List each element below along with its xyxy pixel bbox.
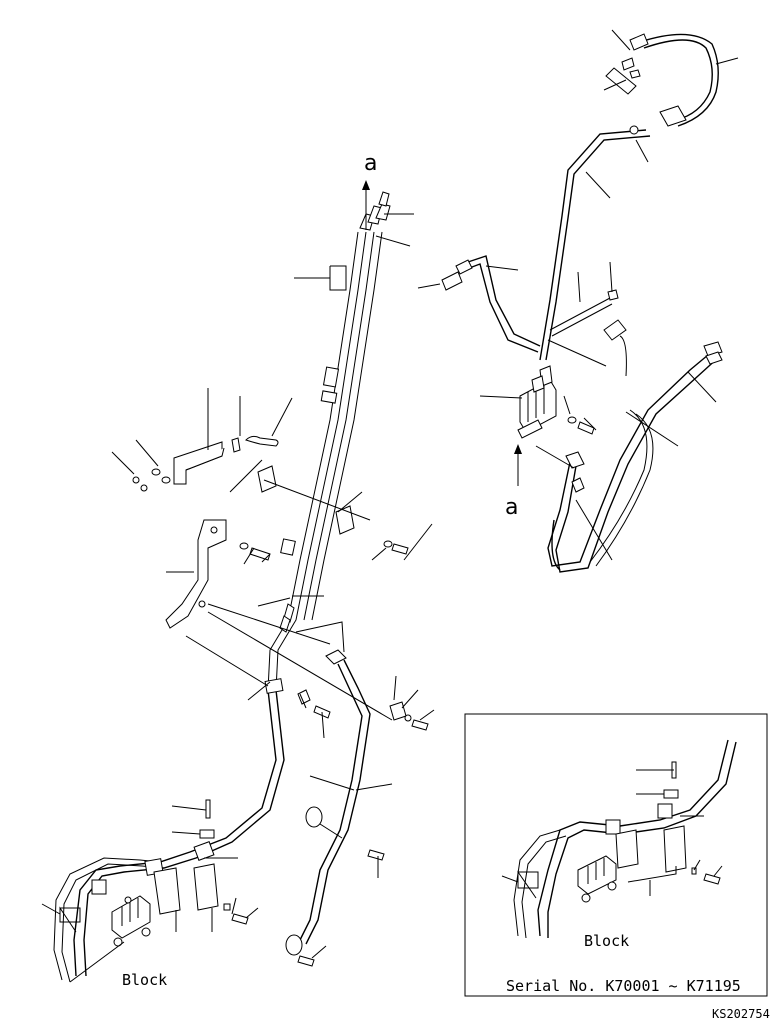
bracket-upper: [132, 435, 279, 493]
clamp-parts-mid: [199, 689, 429, 967]
inset-box: Block Serial No. K70001 ~ K71195: [464, 713, 768, 997]
bracket-middle: [165, 505, 409, 629]
arrow-marker-bottom: a: [505, 444, 522, 520]
marker-bottom-label: a: [505, 495, 518, 520]
right-hose-assembly: [441, 33, 723, 573]
leader-lines-right: [417, 29, 739, 561]
drawing-number: KS202754: [712, 1007, 770, 1021]
marker-top-label: a: [364, 151, 377, 176]
arrow-marker-top: a: [362, 151, 377, 230]
return-pipe: [285, 649, 371, 956]
bracket-lower: [153, 863, 249, 925]
inset-caption: Serial No. K70001 ~ K71195: [506, 977, 741, 995]
block-label: Block: [122, 971, 167, 989]
inset-block-label: Block: [584, 932, 629, 950]
main-hose-bundle: [53, 191, 391, 983]
leader-lines-left: [41, 213, 435, 983]
valve-block: [111, 895, 151, 947]
